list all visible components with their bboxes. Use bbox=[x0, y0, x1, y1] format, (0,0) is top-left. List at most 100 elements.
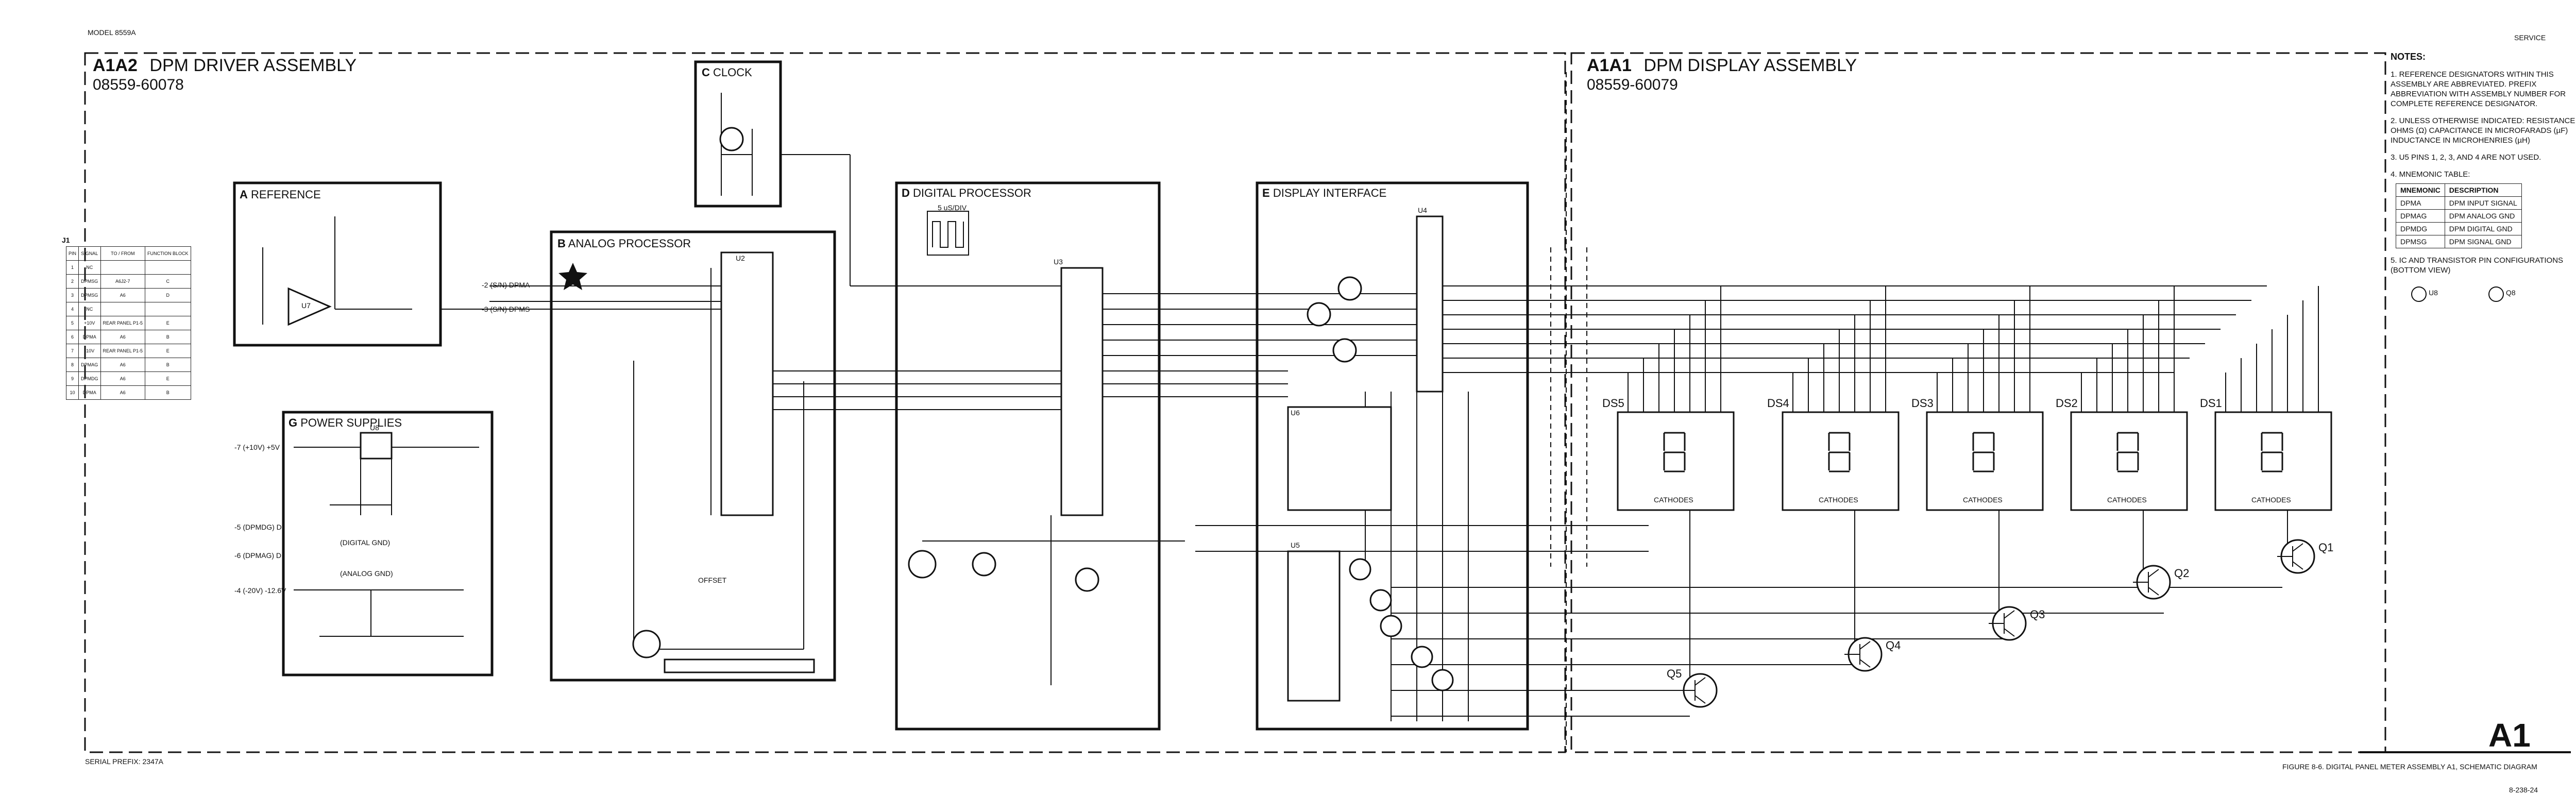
digit-cathodes-ds3: CATHODES bbox=[1963, 496, 2003, 504]
power-block-border bbox=[282, 411, 494, 676]
left-assembly-border bbox=[84, 52, 1566, 753]
digital-block-letter: D bbox=[902, 187, 910, 199]
description-header: DESCRIPTION bbox=[2444, 183, 2522, 197]
ic-body-u6 bbox=[1287, 406, 1392, 511]
ic-body-u3 bbox=[1060, 267, 1104, 516]
note-4: 4. MNEMONIC TABLE: bbox=[2391, 170, 2470, 179]
left-assembly-title: A1A2 DPM DRIVER ASSEMBLY bbox=[93, 56, 357, 76]
figure-caption: FIGURE 8-6. DIGITAL PANEL METER ASSEMBLY… bbox=[2282, 763, 2537, 771]
digit-cathodes-ds1: CATHODES bbox=[2251, 496, 2291, 504]
ic-label-u5: U5 bbox=[1291, 541, 1300, 549]
power-block-title: G POWER SUPPLIES bbox=[289, 416, 402, 430]
drawing-number: 8-238-24 bbox=[2509, 786, 2538, 794]
clock-block-border bbox=[694, 60, 782, 208]
digit-body-ds4 bbox=[1782, 411, 1900, 511]
clock-block-letter: C bbox=[702, 66, 710, 79]
input-power: -7 (+10V) +5V bbox=[234, 443, 280, 451]
note-2: 2. UNLESS OTHERWISE INDICATED: RESISTANC… bbox=[2391, 116, 2576, 145]
reference-block-border bbox=[233, 181, 442, 347]
input-dpms: -3 (S/N) DPMS bbox=[482, 305, 530, 313]
note-3: 3. U5 PINS 1, 2, 3, AND 4 ARE NOT USED. bbox=[2391, 153, 2541, 162]
connector-label: J1 bbox=[62, 236, 70, 244]
right-assembly-designator: A1A1 bbox=[1587, 56, 1632, 75]
digital-block-border bbox=[895, 181, 1161, 731]
transistor-label-q4: Q4 bbox=[1886, 639, 1901, 652]
clock-block-label: CLOCK bbox=[713, 66, 752, 79]
digit-label-ds2: DS2 bbox=[2056, 397, 2078, 410]
ic-body-u2 bbox=[720, 251, 774, 516]
right-assembly-border bbox=[1570, 52, 2386, 753]
mnemonic-header-row: MNEMONIC DESCRIPTION bbox=[2396, 183, 2522, 197]
digit-cathodes-ds5: CATHODES bbox=[1654, 496, 1693, 504]
ic-label-u4: U4 bbox=[1418, 206, 1427, 214]
opamp-u7 bbox=[287, 287, 332, 326]
ic-body-u4 bbox=[1416, 215, 1444, 393]
display-block-label: DISPLAY INTERFACE bbox=[1273, 187, 1387, 199]
digit-cathodes-ds2: CATHODES bbox=[2107, 496, 2147, 504]
pin-config-u8-icon bbox=[2411, 286, 2427, 302]
transistor-label-q2: Q2 bbox=[2174, 567, 2190, 580]
analog-block-border bbox=[550, 230, 836, 682]
analog-gnd-label: (ANALOG GND) bbox=[340, 569, 393, 578]
note-5: 5. IC AND TRANSISTOR PIN CONFIGURATIONS … bbox=[2391, 256, 2564, 275]
note-1: 1. REFERENCE DESIGNATORS WITHIN THIS ASS… bbox=[2391, 70, 2566, 108]
ic-body-u5 bbox=[1287, 550, 1341, 702]
notes-heading: NOTES: bbox=[2391, 52, 2426, 62]
transistor-label-q5: Q5 bbox=[1667, 667, 1682, 680]
ic-body-u8 bbox=[360, 432, 393, 460]
power-block-letter: G bbox=[289, 416, 298, 429]
analog-block-title: B ANALOG PROCESSOR bbox=[557, 237, 691, 250]
serial-prefix: SERIAL PREFIX: 2347A bbox=[85, 757, 163, 766]
display-block-letter: E bbox=[1262, 187, 1270, 199]
right-assembly-title: A1A1 DPM DISPLAY ASSEMBLY bbox=[1587, 56, 1857, 76]
left-assembly-name: DPM DRIVER ASSEMBLY bbox=[149, 56, 357, 75]
pin-config-row: U8 Q8 bbox=[2391, 281, 2576, 312]
ic-label-u3: U3 bbox=[1054, 258, 1063, 266]
connector-header-block: FUNCTION BLOCK bbox=[145, 246, 191, 261]
transistor-label-q1: Q1 bbox=[2318, 541, 2334, 554]
digit-cathodes-ds4: CATHODES bbox=[1819, 496, 1858, 504]
digit-label-ds1: DS1 bbox=[2200, 397, 2222, 410]
analog-block-label: ANALOG PROCESSOR bbox=[568, 237, 691, 250]
ic-label-u6: U6 bbox=[1291, 409, 1300, 417]
left-assembly-part: 08559-60078 bbox=[93, 76, 184, 93]
service-label: SERVICE bbox=[2514, 33, 2546, 42]
digit-label-ds3: DS3 bbox=[1911, 397, 1934, 410]
scope-label: 5 uS/DIV bbox=[938, 204, 967, 212]
connector-header-signal: SIGNAL bbox=[78, 246, 101, 261]
digit-body-ds2 bbox=[2070, 411, 2188, 511]
pin-config-u8-label: U8 bbox=[2429, 289, 2438, 297]
display-block-border bbox=[1256, 181, 1529, 731]
input-digital-gnd: -5 (DPMDG) D bbox=[234, 523, 282, 531]
pin-config-q8-icon bbox=[2488, 286, 2504, 302]
digital-gnd-label: (DIGITAL GND) bbox=[340, 538, 391, 547]
connector-header-tofrom: TO / FROM bbox=[100, 246, 146, 261]
digit-label-ds5: DS5 bbox=[1602, 397, 1624, 410]
analog-block-letter: B bbox=[557, 237, 566, 250]
digit-body-ds1 bbox=[2214, 411, 2332, 511]
reference-block-letter: A bbox=[240, 188, 248, 201]
connector-header-row: PIN SIGNAL TO / FROM FUNCTION BLOCK bbox=[65, 246, 191, 261]
input-analog-gnd: -6 (DPMAG) D bbox=[234, 551, 281, 560]
mnemonic-header: MNEMONIC bbox=[2396, 183, 2445, 197]
ic-label-u8: U8 bbox=[370, 424, 379, 432]
reference-block-label: REFERENCE bbox=[251, 188, 321, 201]
model-label: MODEL 8559A bbox=[88, 28, 136, 37]
